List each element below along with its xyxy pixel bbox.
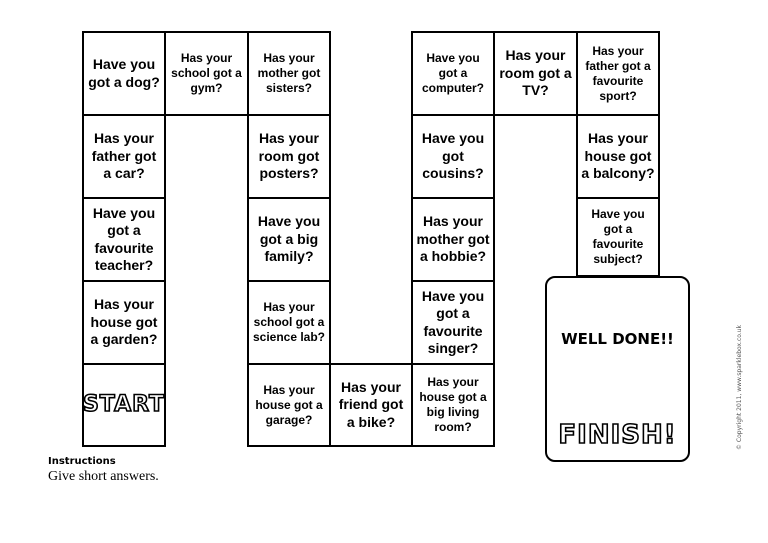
board-square: Has your room got a TV? xyxy=(493,31,578,116)
board-square: Has your house got a garden? xyxy=(82,280,166,365)
well-done-label: WELL DONE!! xyxy=(561,330,674,348)
board-square: Has your school got a science lab? xyxy=(247,280,331,365)
finish-label: FINISH! xyxy=(558,419,677,451)
start-square: START xyxy=(82,363,166,447)
board-square: Have you got cousins? xyxy=(411,114,495,199)
board-square: Has your friend got a bike? xyxy=(329,363,413,447)
instructions-text: Give short answers. xyxy=(48,469,159,484)
board-square: Has your father got a car? xyxy=(82,114,166,199)
copyright-notice: © Copyright 2011, www.sparklebox.co.uk xyxy=(736,324,743,450)
board-square: Have you got a dog? xyxy=(82,31,166,116)
board-square: Has your mother got sisters? xyxy=(247,31,331,116)
board-square: Has your house got a balcony? xyxy=(576,114,660,199)
start-label: START xyxy=(82,391,166,418)
board-square: Has your father got a favourite sport? xyxy=(576,31,660,116)
board-square: Has your school got a gym? xyxy=(164,31,249,116)
board-square: Has your house got a garage? xyxy=(247,363,331,447)
board-square: Have you got a big family? xyxy=(247,197,331,282)
board-square: Has your mother got a hobbie? xyxy=(411,197,495,282)
board-square: Has your house got a big living room? xyxy=(411,363,495,447)
finish-square: WELL DONE!! FINISH! xyxy=(545,276,690,462)
board-square: Have you got a favourite subject? xyxy=(576,197,660,277)
instructions-title: Instructions xyxy=(48,456,116,467)
board-square: Have you got a computer? xyxy=(411,31,495,116)
board-square: Have you got a favourite singer? xyxy=(411,280,495,365)
board-square: Have you got a favourite teacher? xyxy=(82,197,166,282)
board-square: Has your room got posters? xyxy=(247,114,331,199)
